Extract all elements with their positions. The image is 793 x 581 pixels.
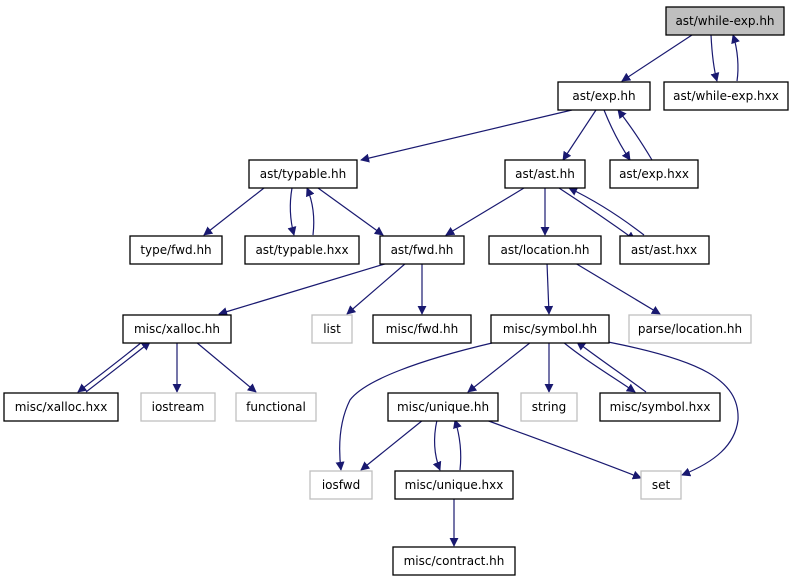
node-list[interactable]: list	[311, 314, 353, 344]
node-label: functional	[246, 400, 306, 414]
edge-unique-to-unique-hxx	[432, 419, 442, 471]
edge-unique-to-set	[485, 419, 642, 480]
edge-unique-to-iosfwd	[360, 419, 424, 471]
node-functional[interactable]: functional	[235, 392, 317, 422]
edge-typable-hxx-to-typable	[306, 187, 315, 236]
edge-unique-hxx-to-unique	[453, 419, 462, 471]
node-ast-hh[interactable]: ast/ast.hh	[504, 159, 586, 189]
edge-exp-to-ast	[562, 109, 597, 161]
node-label: misc/xalloc.hxx	[15, 400, 108, 414]
edge-xalloc-to-functional	[195, 341, 257, 393]
edge-ast-fwd-to-list	[346, 262, 407, 315]
edge-typable-to-ast-fwd	[317, 187, 384, 236]
edge-symbol-hxx-to-symbol	[576, 341, 647, 393]
node-label: ast/ast.hh	[515, 167, 575, 181]
node-ast-fwd-hh[interactable]: ast/fwd.hh	[379, 235, 465, 265]
edge-while-exp-hxx-to-while-exp	[731, 34, 740, 82]
node-while-exp-hh[interactable]: ast/while-exp.hh	[665, 6, 785, 36]
node-label: ast/while-exp.hh	[675, 14, 774, 28]
node-typable-hxx[interactable]: ast/typable.hxx	[244, 235, 360, 265]
edge-symbol-to-iosfwd	[335, 342, 493, 471]
edge-exp-to-exp-hxx	[603, 109, 631, 161]
node-label: misc/symbol.hxx	[610, 400, 711, 414]
edge-exp-to-typable	[360, 109, 573, 163]
node-label: ast/exp.hxx	[619, 167, 689, 181]
edge-while-exp-to-exp	[621, 34, 693, 82]
node-iosfwd[interactable]: iosfwd	[309, 470, 373, 500]
edge-typable-to-type-fwd	[203, 187, 265, 236]
nodes: ast/while-exp.hh ast/exp.hh ast/while-ex…	[3, 6, 789, 576]
node-exp-hh[interactable]: ast/exp.hh	[557, 81, 651, 111]
edge-location-to-symbol	[544, 262, 554, 315]
edge-exp-hxx-to-exp	[617, 109, 653, 161]
node-label: misc/unique.hxx	[405, 478, 504, 492]
edge-symbol-to-unique	[467, 341, 532, 393]
edge-ast-fwd-to-xalloc	[218, 262, 389, 316]
node-label: ast/fwd.hh	[391, 243, 454, 257]
node-label: set	[652, 478, 671, 492]
edge-ast-to-ast-fwd	[445, 187, 525, 236]
edge-location-to-parse-location	[574, 262, 661, 315]
node-string[interactable]: string	[520, 392, 578, 422]
edge-symbol-to-set	[607, 341, 739, 477]
node-label: ast/exp.hh	[572, 89, 635, 103]
edge-ast-hxx-to-ast	[568, 187, 645, 236]
edge-symbol-to-symbol-hxx	[562, 341, 636, 393]
node-label: misc/symbol.hh	[503, 322, 597, 336]
node-xalloc-hxx[interactable]: misc/xalloc.hxx	[3, 392, 119, 422]
edge-while-exp-to-while-exp-hxx	[710, 34, 720, 82]
node-label: list	[323, 322, 341, 336]
node-label: ast/location.hh	[501, 243, 590, 257]
edge-xalloc-hxx-to-xalloc	[85, 341, 151, 393]
node-ast-hxx[interactable]: ast/ast.hxx	[619, 235, 710, 265]
node-label: misc/xalloc.hh	[134, 322, 220, 336]
node-symbol-hh[interactable]: misc/symbol.hh	[490, 314, 610, 344]
node-label: ast/typable.hxx	[255, 243, 348, 257]
node-label: iosfwd	[322, 478, 360, 492]
node-label: iostream	[152, 400, 205, 414]
node-label: type/fwd.hh	[140, 243, 211, 257]
node-label: string	[532, 400, 566, 414]
node-type-fwd-hh[interactable]: type/fwd.hh	[129, 235, 223, 265]
node-symbol-hxx[interactable]: misc/symbol.hxx	[599, 392, 721, 422]
node-label: misc/contract.hh	[404, 554, 505, 568]
node-unique-hxx[interactable]: misc/unique.hxx	[394, 470, 514, 500]
node-while-exp-hxx[interactable]: ast/while-exp.hxx	[663, 81, 789, 111]
node-unique-hh[interactable]: misc/unique.hh	[387, 392, 499, 422]
node-parse-location-hh[interactable]: parse/location.hh	[628, 314, 752, 344]
node-label: misc/fwd.hh	[386, 322, 458, 336]
edge-typable-to-typable-hxx	[287, 187, 297, 236]
node-location-hh[interactable]: ast/location.hh	[488, 235, 602, 265]
node-contract-hh[interactable]: misc/contract.hh	[392, 546, 516, 576]
node-misc-fwd-hh[interactable]: misc/fwd.hh	[372, 314, 472, 344]
node-exp-hxx[interactable]: ast/exp.hxx	[609, 159, 699, 189]
node-set[interactable]: set	[640, 470, 682, 500]
edge-xalloc-to-xalloc-hxx	[77, 341, 143, 393]
edges	[77, 34, 740, 547]
node-label: misc/unique.hh	[397, 400, 489, 414]
node-label: ast/while-exp.hxx	[673, 89, 779, 103]
node-label: parse/location.hh	[638, 322, 742, 336]
node-typable-hh[interactable]: ast/typable.hh	[248, 159, 358, 189]
node-label: ast/ast.hxx	[631, 243, 697, 257]
node-label: ast/typable.hh	[260, 167, 347, 181]
node-xalloc-hh[interactable]: misc/xalloc.hh	[122, 314, 232, 344]
node-iostream[interactable]: iostream	[140, 392, 216, 422]
edge-ast-to-ast-hxx	[558, 187, 636, 241]
